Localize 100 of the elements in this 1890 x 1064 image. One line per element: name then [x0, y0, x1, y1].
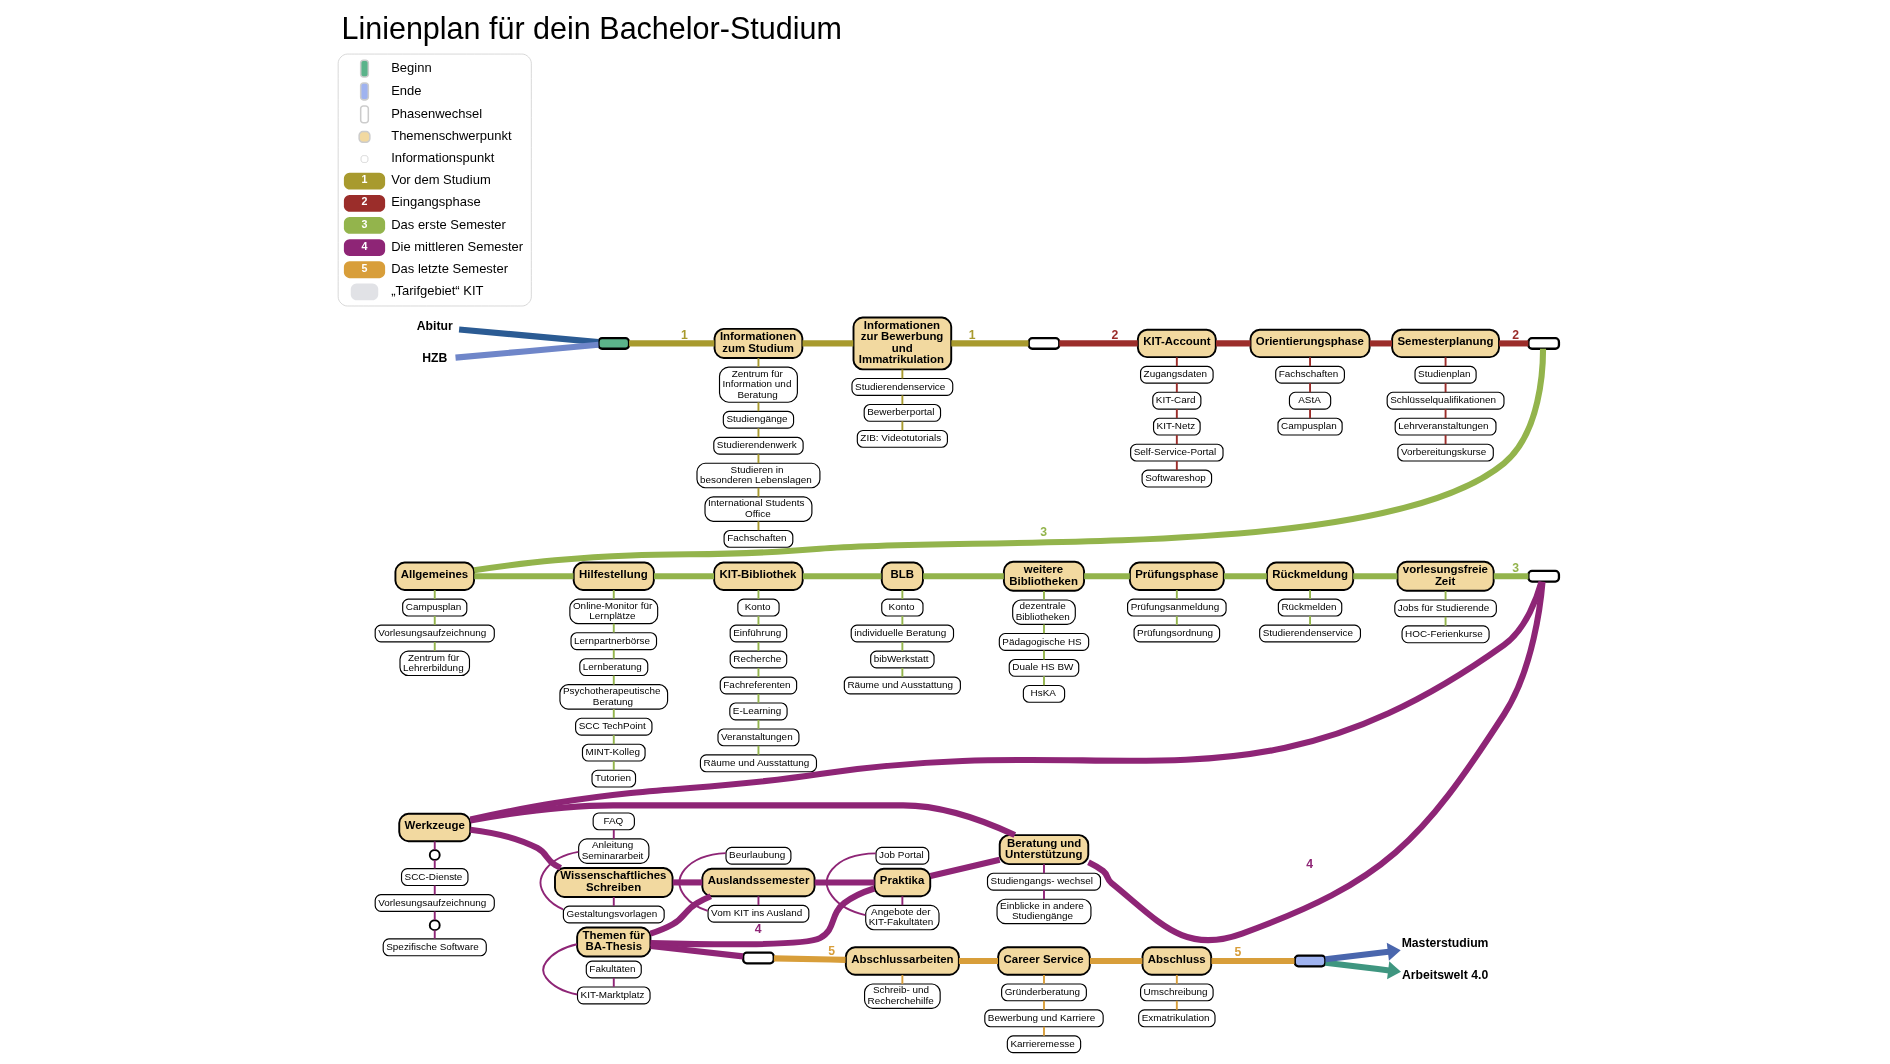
connector [900, 974, 903, 985]
node-box: Angebote der KIT-Fakultäten [864, 904, 940, 931]
node-text: HZB [421, 350, 447, 365]
node-box: Job Portal [874, 846, 929, 865]
node-bar [1526, 569, 1560, 583]
connector [757, 615, 759, 626]
connector [612, 734, 615, 746]
connector [649, 893, 712, 937]
node-box: Career Service [996, 946, 1091, 976]
node-box: Zugangsdaten [1139, 365, 1214, 384]
connector [1042, 623, 1045, 635]
connector [473, 573, 573, 580]
legend-label: Ende [390, 82, 422, 98]
node-box: Fachreferenten [719, 676, 797, 695]
connector [757, 486, 759, 498]
connector [757, 401, 759, 413]
connector [612, 708, 615, 720]
label: 1 [360, 173, 367, 186]
connector [612, 674, 615, 686]
node-box: AStA [1288, 391, 1331, 410]
connector [1175, 615, 1178, 626]
connector [469, 802, 1016, 838]
node-box: Konto [736, 598, 780, 617]
node-box: Fachschaften [723, 529, 793, 548]
connector [433, 884, 436, 896]
connector [814, 879, 874, 886]
node-box: BLB [880, 561, 924, 591]
connector [672, 879, 702, 886]
node-box: HOC-Ferienkurse [1400, 625, 1490, 644]
node-box: Zentrum für Information und Beratung [718, 366, 798, 403]
connector [612, 760, 615, 772]
connector [1042, 590, 1045, 601]
node-box: Studiengangs- wechsel [986, 872, 1101, 891]
node-box: Lernpartnerbörse [569, 632, 657, 651]
connector [1042, 999, 1045, 1011]
connector [628, 340, 714, 347]
node-box: Psychotherapeutische Beratung [558, 684, 668, 710]
node-box: SCC TechPoint [574, 717, 653, 736]
node-box: HsKA [1022, 684, 1065, 703]
connector [1042, 863, 1045, 875]
node-bar [1526, 336, 1560, 350]
connector [1352, 573, 1397, 580]
node-box: Spezifische Software [382, 938, 487, 957]
connector [1042, 889, 1045, 901]
diagram-title: Linienplan für dein Bachelor-Studium [340, 10, 842, 45]
connector [757, 667, 759, 678]
connector [773, 955, 846, 963]
connector [1444, 382, 1447, 394]
edge-label: 2 [1511, 327, 1519, 342]
connector [433, 929, 436, 940]
connector [541, 943, 578, 996]
node-box: Tutorien [590, 769, 636, 788]
node-box: Vorlesungsaufzeichnung [374, 624, 495, 643]
edge-label: 1 [680, 327, 688, 342]
connector [757, 718, 759, 730]
node-box: Vorlesungsaufzeichnung [374, 894, 495, 912]
node-box: Auslandssemester [700, 867, 816, 898]
connector [1369, 340, 1392, 347]
connector [1308, 589, 1311, 600]
label: 5 [360, 261, 367, 274]
node-box: Studierendenservice [850, 377, 953, 396]
connector [612, 976, 615, 988]
arrow [1324, 942, 1401, 963]
node-box: E-Learning [728, 702, 788, 721]
connector [1042, 649, 1045, 661]
node-bar [596, 336, 630, 350]
connector [649, 943, 743, 960]
connector [612, 896, 615, 907]
connector [612, 828, 615, 840]
node-box: vorlesungsfreie Zeit [1396, 560, 1495, 592]
node-box: dezentrale Bibliotheken [1011, 599, 1076, 625]
connector [1215, 340, 1250, 347]
node-box: Informationen zur Bewerbung und Immatrikulation [852, 316, 952, 371]
node-box: Online-Monitor für Lernplätze [568, 598, 658, 625]
node-box: Zentrum für Lehrerbildung [398, 650, 470, 677]
node-box: Hilfestellung [572, 561, 655, 591]
legend-label: Das erste Semester [390, 216, 506, 232]
connector [1444, 434, 1447, 446]
connector [1498, 340, 1528, 347]
connector [433, 910, 436, 921]
node-box: Informationen zum Studium [713, 327, 803, 359]
connector [900, 394, 903, 406]
connector [539, 850, 579, 911]
edge-label: 4 [754, 922, 761, 937]
node-box: Prüfungsordnung [1133, 624, 1220, 643]
connector [900, 615, 903, 626]
node-box: Recherche [729, 650, 787, 669]
connector [433, 641, 436, 652]
connector [1493, 573, 1528, 580]
node-box: Studiengänge [722, 410, 794, 429]
node-box: Studierendenwerk [712, 436, 804, 455]
label: 2 [360, 195, 367, 208]
connector [1444, 408, 1447, 420]
node-box: Prüfungsphase [1128, 561, 1225, 591]
connector [1058, 340, 1138, 347]
node-box: MINT-Kolleg [581, 743, 646, 762]
node-box: individuelle Beratung [850, 624, 954, 643]
node-box: Karrieremesse [1006, 1035, 1081, 1054]
node-box: Beurlaubung [724, 846, 791, 865]
connector [929, 856, 1000, 879]
